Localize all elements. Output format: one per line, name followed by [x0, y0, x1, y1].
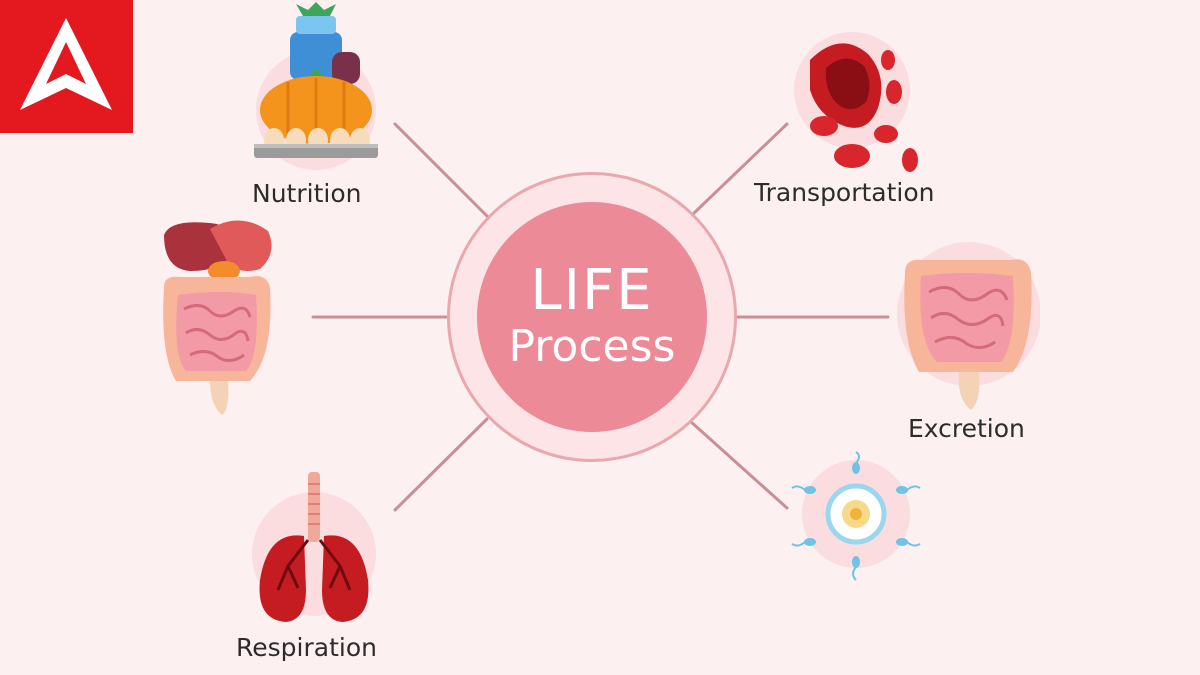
sperm-egg-icon [791, 451, 921, 581]
hub-title: LIFE [530, 258, 654, 323]
connector-nutrition [393, 122, 490, 219]
hub-inner-circle: LIFE Process [477, 202, 707, 432]
transportation-label: Transportation [754, 178, 935, 207]
blood-cells-icon [794, 32, 918, 172]
excretion-label: Excretion [908, 414, 1025, 443]
intestine-icon [897, 242, 1040, 410]
digestive-system-icon [163, 220, 272, 415]
connector-transportation [691, 122, 789, 216]
lungs-icon [252, 472, 376, 622]
hub-subtitle: Process [508, 321, 676, 372]
food-icon [254, 2, 378, 170]
connector-reproduction [688, 419, 789, 510]
respiration-label: Respiration [236, 633, 377, 662]
adda-a-logo-icon [20, 18, 112, 110]
brand-logo[interactable] [0, 0, 133, 133]
life-process-hub: LIFE Process [447, 172, 737, 462]
nutrition-label: Nutrition [252, 179, 362, 208]
connector-respiration [393, 417, 489, 512]
